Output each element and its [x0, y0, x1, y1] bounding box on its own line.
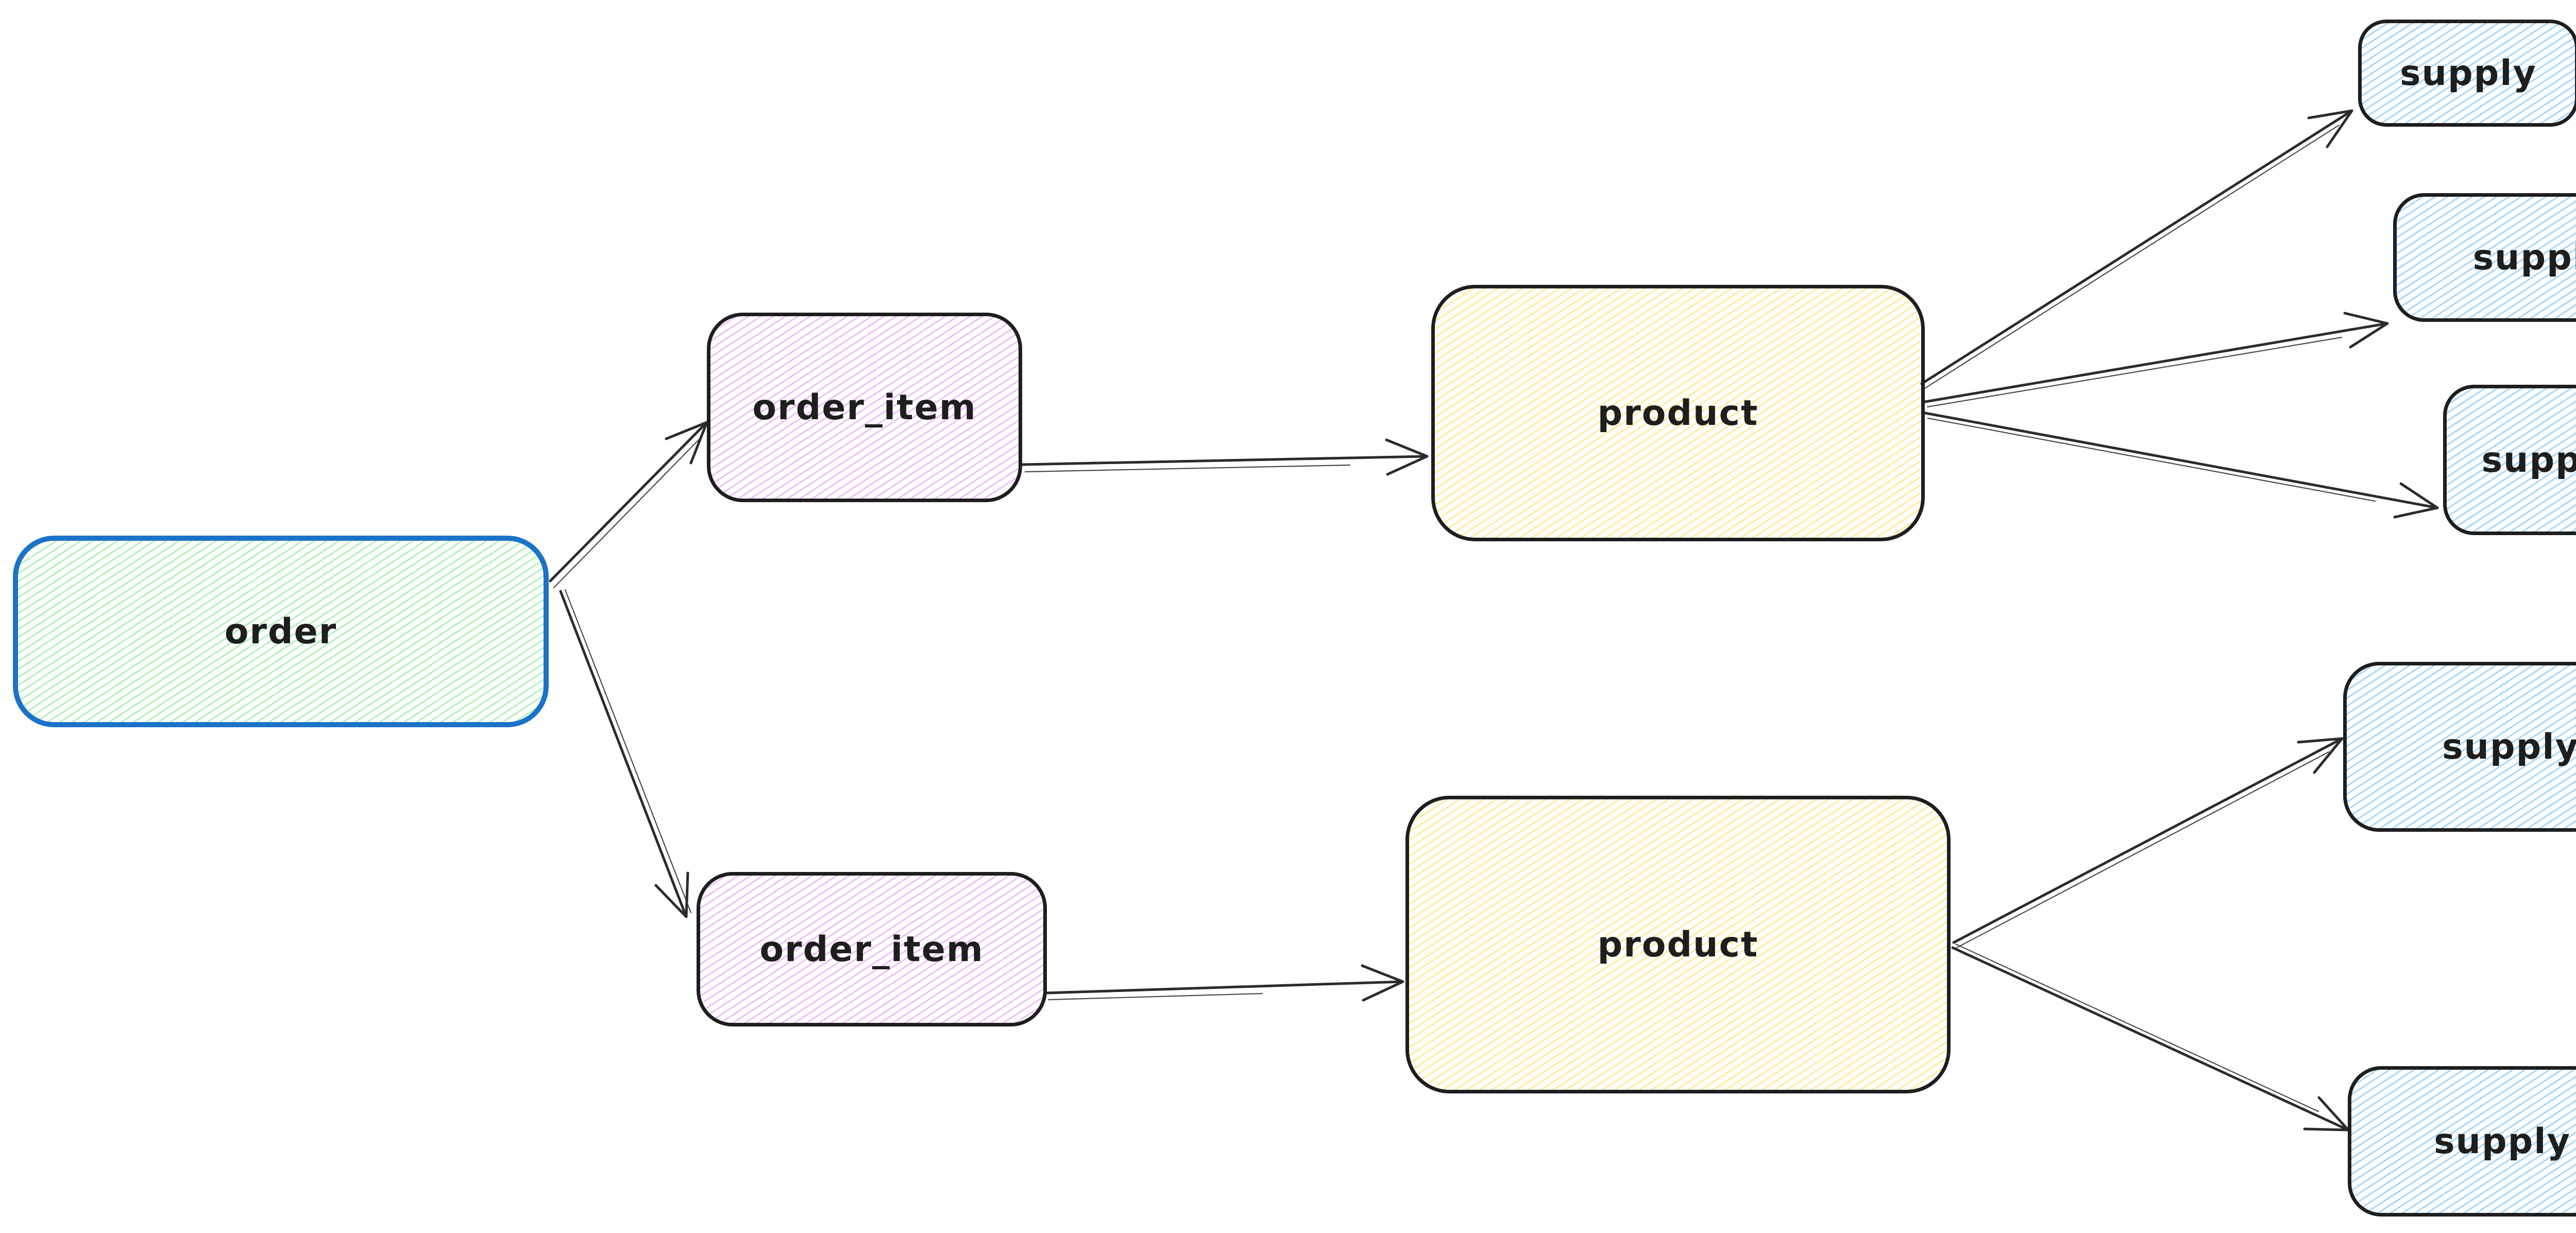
arrow-product-top-to-supply-1[interactable]: [1920, 109, 2353, 389]
node-supply-bottom-2[interactable]: supply: [2348, 1066, 2576, 1217]
node-product-top[interactable]: product: [1431, 285, 1925, 541]
node-order-item-bottom-label: order_item: [759, 929, 984, 970]
arrow-product-bottom-to-supply-5[interactable]: [1951, 943, 2350, 1132]
node-supply-top-2[interactable]: supply: [2393, 193, 2576, 322]
node-order-label: order: [224, 611, 337, 652]
node-order-item-bottom[interactable]: order_item: [697, 872, 1047, 1026]
arrow-order-to-order-item-top[interactable]: [549, 421, 708, 589]
arrow-order-item-top-to-product-top[interactable]: [1021, 438, 1429, 476]
node-product-bottom[interactable]: product: [1405, 796, 1951, 1093]
arrow-product-bottom-to-supply-4[interactable]: [1952, 737, 2344, 949]
node-supply-top-3[interactable]: supply: [2443, 385, 2576, 535]
arrow-order-to-order-item-bottom[interactable]: [559, 589, 692, 918]
node-order-item-top[interactable]: order_item: [707, 313, 1022, 502]
node-supply-top-1[interactable]: supply: [2358, 20, 2576, 127]
node-supply-bottom-1-label: supply: [2442, 726, 2576, 767]
arrow-product-top-to-supply-3[interactable]: [1924, 412, 2439, 519]
arrow-product-top-to-supply-2[interactable]: [1924, 312, 2389, 408]
node-supply-top-3-label: supply: [2481, 439, 2576, 481]
node-product-bottom-label: product: [1597, 924, 1759, 965]
node-supply-top-1-label: supply: [2400, 53, 2537, 94]
node-supply-bottom-1[interactable]: supply: [2343, 662, 2576, 832]
arrow-order-item-bottom-to-product-bottom[interactable]: [1044, 964, 1404, 1002]
node-supply-top-2-label: supply: [2472, 237, 2576, 278]
node-product-top-label: product: [1597, 392, 1759, 434]
node-supply-bottom-2-label: supply: [2434, 1121, 2571, 1162]
node-order-item-top-label: order_item: [752, 387, 977, 428]
node-order[interactable]: order: [13, 536, 549, 727]
